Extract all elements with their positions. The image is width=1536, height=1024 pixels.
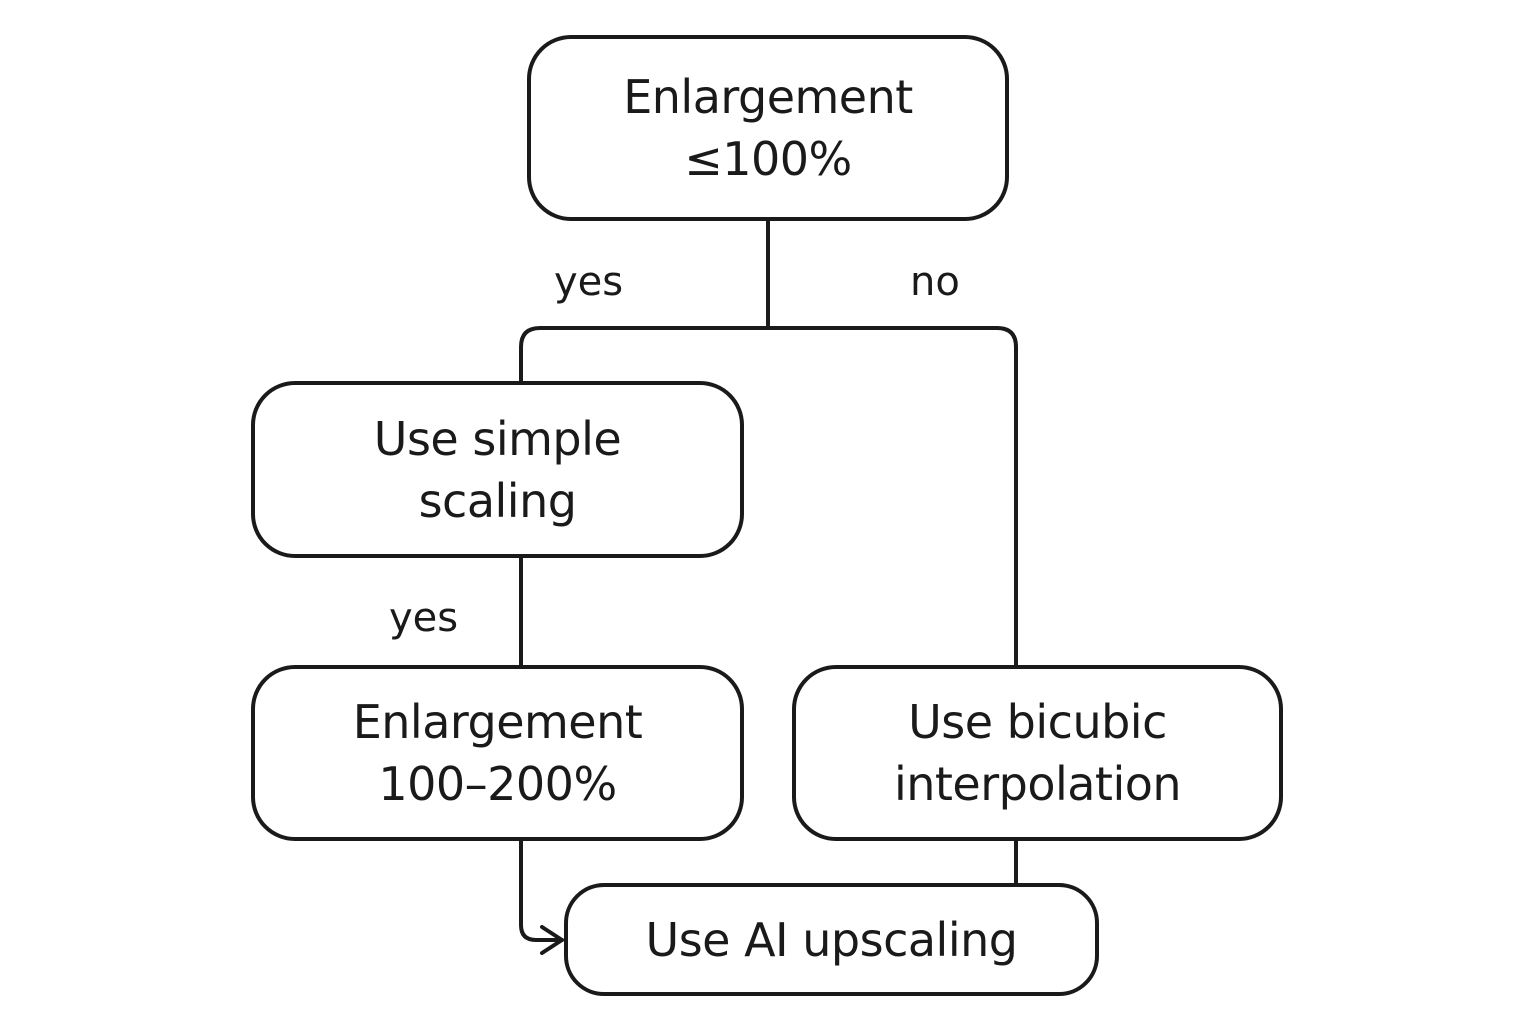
arrowhead-ai-upscaling [540,925,564,955]
node-use-bicubic-interpolation: Use bicubic interpolation [792,665,1283,841]
node-enlargement-100-200: Enlargement 100–200% [251,665,744,841]
edge-label-no-top: no [910,259,960,305]
node-text-line: scaling [418,473,577,528]
node-use-ai-upscaling: Use AI upscaling [564,883,1099,996]
edge-label-yes-middle: yes [389,595,459,641]
node-text-line: Enlargement [623,70,913,124]
connector-split-left [519,326,770,384]
node-text-line: Use bicubic [908,695,1167,749]
connector-split-right [766,326,1018,668]
node-text-line: Use simple [373,411,622,466]
node-text-line: ≤100% [684,132,852,186]
edge-label-yes-top: yes [554,259,624,305]
node-use-simple-scaling: Use simple scaling [251,381,744,558]
connector-enlarge-to-ai [519,838,564,942]
node-text-line: 100–200% [378,757,617,811]
node-text-line: Use AI upscaling [645,912,1018,967]
node-enlargement-up-to-100: Enlargement ≤100% [527,35,1009,221]
node-text-line: Enlargement [352,695,643,749]
node-text-line: interpolation [893,757,1182,811]
